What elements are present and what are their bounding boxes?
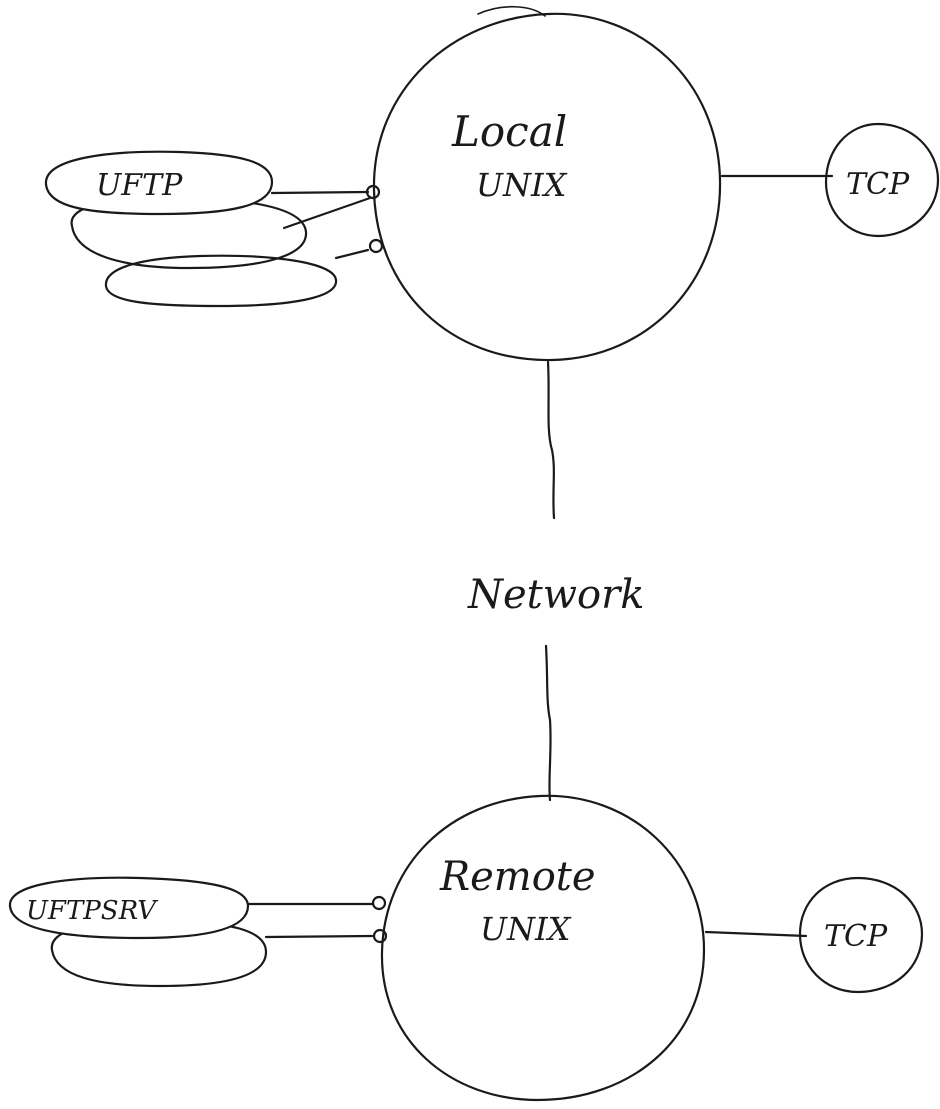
remote-tcp-label: TCP xyxy=(824,919,888,954)
remote-unix-circle xyxy=(380,794,706,1102)
network-line-upper xyxy=(546,360,556,520)
remote-tcp-circle xyxy=(798,876,924,994)
remote-unix-label-line2: UNIX xyxy=(480,910,572,948)
local-unix-circle-overdraw xyxy=(477,5,546,17)
local-unix-circle xyxy=(372,12,722,362)
remote-port-1 xyxy=(371,895,387,911)
local-port-1 xyxy=(365,184,381,200)
uftpsrv-to-port-line-2 xyxy=(264,934,374,939)
uftp-to-port-line-2 xyxy=(282,196,372,230)
local-unix-label-line2: UNIX xyxy=(476,166,568,204)
local-port-2 xyxy=(368,238,384,254)
uftp-process-ellipse-3 xyxy=(104,254,338,308)
network-line-lower xyxy=(544,644,552,802)
uftpsrv-process-ellipse-1 xyxy=(8,876,250,940)
network-label: Network xyxy=(467,572,644,618)
local-tcp-circle xyxy=(824,122,940,238)
uftp-process-ellipse-1 xyxy=(44,150,274,216)
remote-unix-label-line1: Remote xyxy=(439,854,596,900)
uftp-label: UFTP xyxy=(96,168,183,203)
remote-port-2 xyxy=(372,928,388,944)
uftpsrv-label: UFTPSRV xyxy=(26,896,158,926)
uftp-to-port-line-1 xyxy=(270,190,370,195)
local-tcp-label: TCP xyxy=(846,167,910,202)
remote-tcp-link xyxy=(704,930,808,938)
local-unix-label-line1: Local xyxy=(451,107,567,156)
uftp-to-port-line-3 xyxy=(334,248,370,260)
